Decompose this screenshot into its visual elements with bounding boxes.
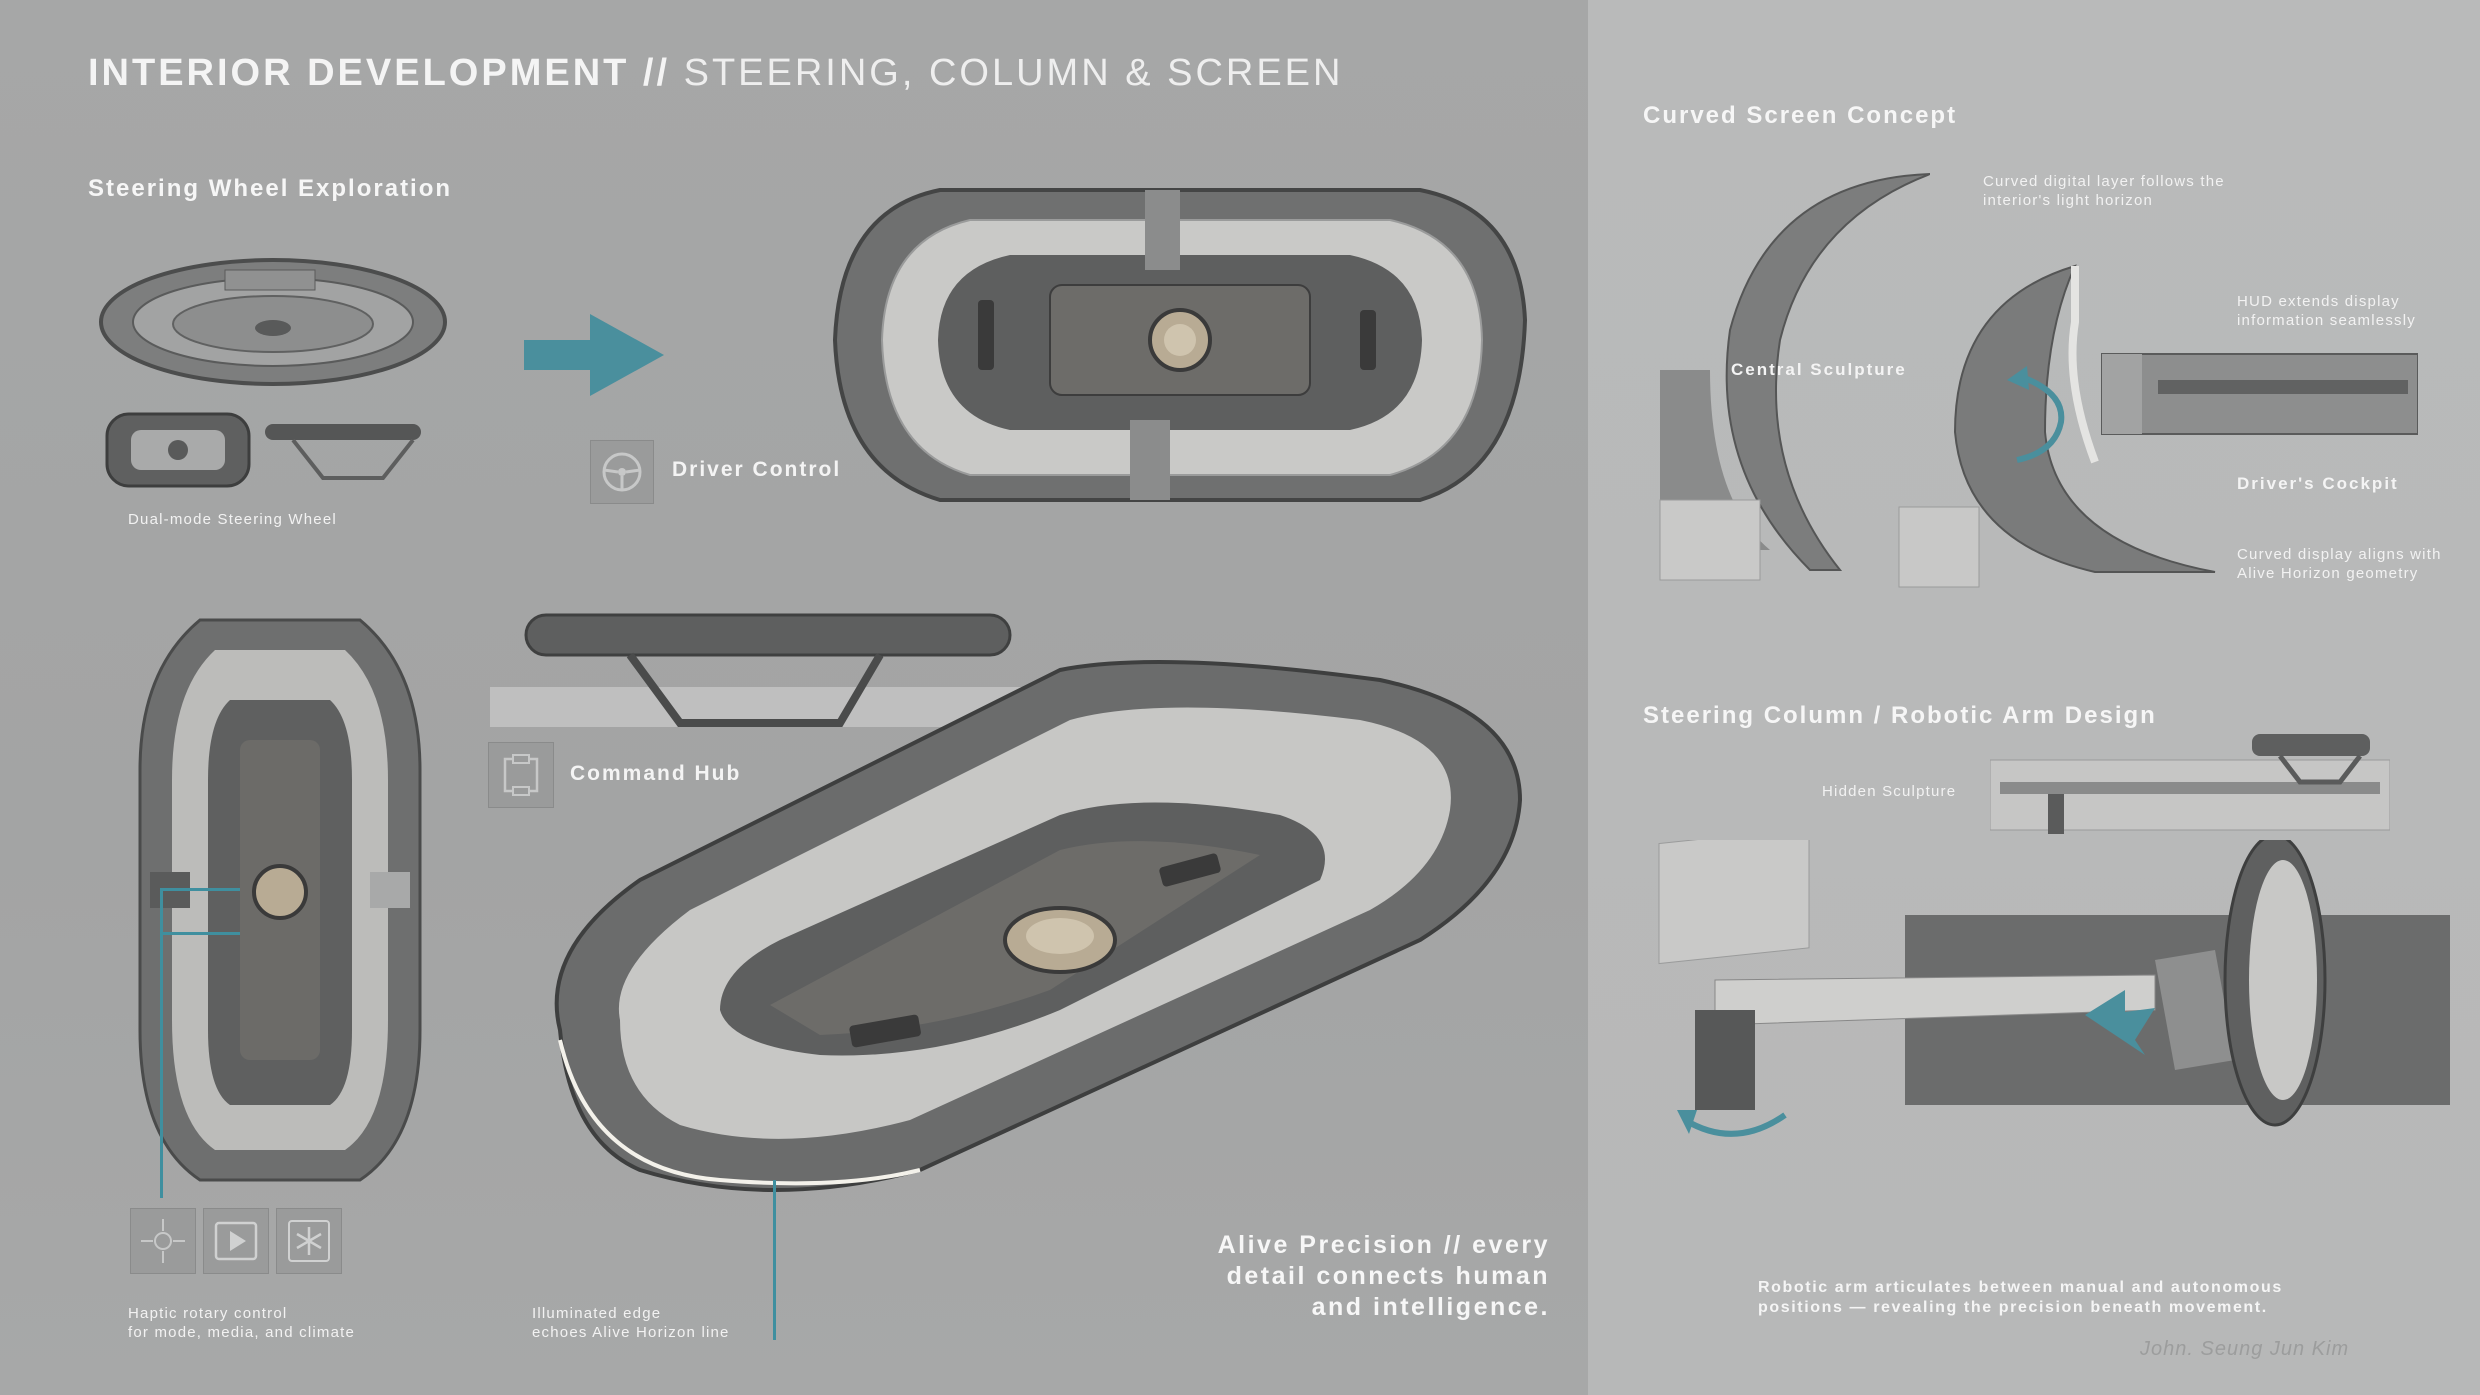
rotate-arrow-icon xyxy=(2007,366,2065,463)
title-light: STEERING, COLUMN & SCREEN xyxy=(683,52,1344,94)
small-wheel-front-sketch xyxy=(105,412,251,488)
haptic-callout-line-h xyxy=(160,888,240,891)
designer-signature: John. Seung Jun Kim xyxy=(2140,1338,2350,1360)
robotic-l2: positions — revealing the precision bene… xyxy=(1758,1299,2268,1316)
command-hub-icon xyxy=(488,742,554,808)
hud-note: HUD extends display information seamless… xyxy=(2237,292,2416,330)
edge-caption-l2: echoes Alive Horizon line xyxy=(532,1324,730,1341)
curved-note: Curved digital layer follows the interio… xyxy=(1983,172,2225,210)
central-sculpture-label: Central Sculpture xyxy=(1731,360,1907,379)
title-bold: INTERIOR DEVELOPMENT // xyxy=(88,52,671,94)
page-title: INTERIOR DEVELOPMENT // STEERING, COLUMN… xyxy=(88,52,1343,95)
hud-l1: HUD extends display xyxy=(2237,293,2400,310)
tagline-l3: and intelligence. xyxy=(1311,1293,1550,1321)
right-panel xyxy=(1588,0,2480,1395)
curved-note-l2: interior's light horizon xyxy=(1983,192,2154,209)
driver-control-label: Driver Control xyxy=(672,458,842,481)
curved-screen-title: Curved Screen Concept xyxy=(1643,102,1958,129)
steering-wheel-icon xyxy=(590,440,654,504)
haptic-caption-l2: for mode, media, and climate xyxy=(128,1324,356,1341)
haptic-callout-line xyxy=(160,888,163,1198)
small-wheel-top-sketch xyxy=(99,258,447,386)
drivers-cockpit-label: Driver's Cockpit xyxy=(2237,474,2399,493)
haptic-callout-line-h2 xyxy=(160,932,240,935)
hidden-sculpture-label: Hidden Sculpture xyxy=(1822,783,1957,800)
aligns-note: Curved display aligns with Alive Horizon… xyxy=(2237,545,2442,583)
dpad-icon xyxy=(130,1208,196,1274)
robotic-l1: Robotic arm articulates between manual a… xyxy=(1758,1279,2283,1296)
play-icon xyxy=(203,1208,269,1274)
hud-l2: information seamlessly xyxy=(2237,312,2416,329)
arrow-right-icon xyxy=(524,314,664,396)
dual-mode-caption: Dual-mode Steering Wheel xyxy=(128,511,337,528)
tagline: Alive Precision // every detail connects… xyxy=(1100,1230,1550,1323)
steering-section-title: Steering Wheel Exploration xyxy=(88,175,453,202)
hud-render xyxy=(2101,353,2418,435)
edge-callout-line xyxy=(773,1180,776,1340)
aligns-l1: Curved display aligns with xyxy=(2237,546,2442,563)
snowflake-icon xyxy=(276,1208,342,1274)
steering-wheel-perspective-render xyxy=(554,660,1523,1192)
command-hub-label: Command Hub xyxy=(570,762,742,785)
small-wheel-side-sketch xyxy=(265,424,421,480)
robotic-caption: Robotic arm articulates between manual a… xyxy=(1758,1278,2283,1318)
edge-caption-l1: Illuminated edge xyxy=(532,1305,662,1322)
drivers-cockpit-render xyxy=(1898,264,2216,588)
haptic-caption-l1: Haptic rotary control xyxy=(128,1305,288,1322)
curved-note-l1: Curved digital layer follows the xyxy=(1983,173,2225,190)
steering-wheel-top-render xyxy=(832,188,1528,502)
tagline-l1: Alive Precision // every xyxy=(1217,1231,1550,1259)
aligns-l2: Alive Horizon geometry xyxy=(2237,565,2419,582)
haptic-caption: Haptic rotary control for mode, media, a… xyxy=(128,1304,355,1342)
hidden-sculpture-render xyxy=(1990,734,2390,834)
tagline-l2: detail connects human xyxy=(1226,1262,1550,1290)
steering-wheel-vertical-render xyxy=(138,618,422,1182)
edge-caption: Illuminated edge echoes Alive Horizon li… xyxy=(532,1304,730,1342)
down-arrow-icon xyxy=(1677,1110,1787,1137)
steering-side-render xyxy=(490,613,1030,727)
central-sculpture-render xyxy=(1659,173,1930,581)
robotic-arm-render xyxy=(1658,840,2450,1127)
steering-column-title: Steering Column / Robotic Arm Design xyxy=(1643,702,2157,729)
